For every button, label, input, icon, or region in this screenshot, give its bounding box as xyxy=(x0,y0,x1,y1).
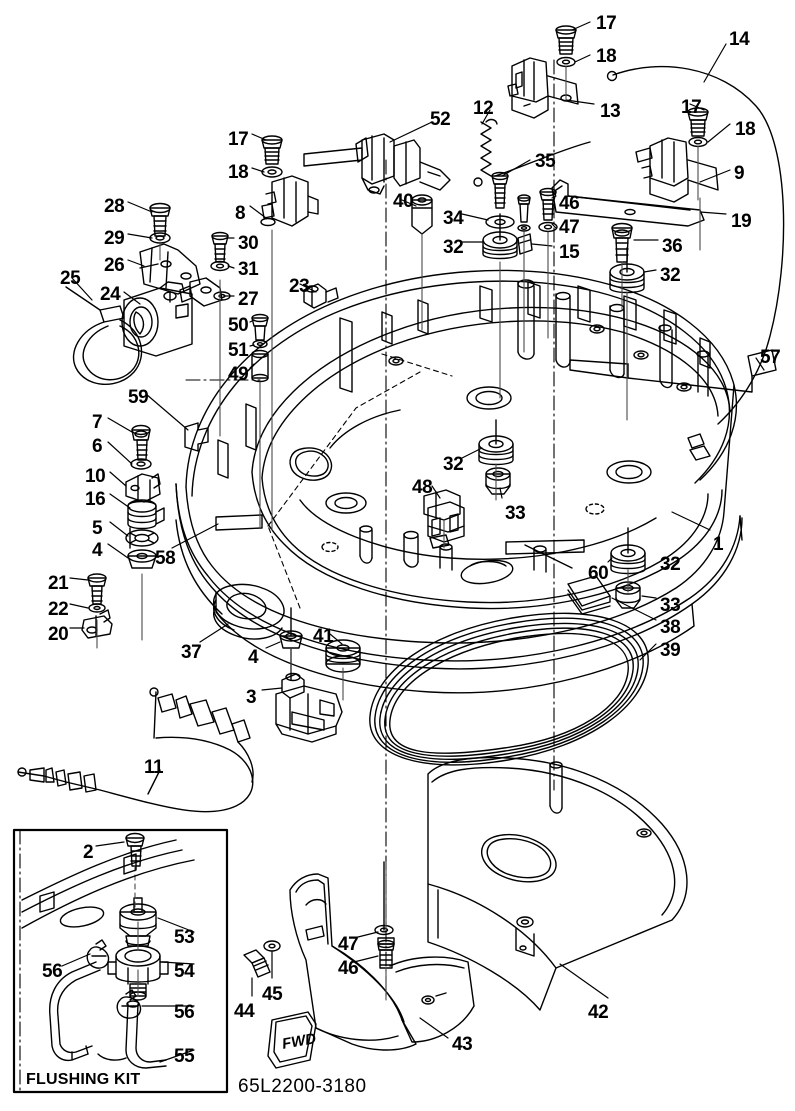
callout-33: 33 xyxy=(505,503,526,524)
callout-20: 20 xyxy=(48,624,69,645)
callout-2: 2 xyxy=(83,842,94,863)
callout-10: 10 xyxy=(85,466,106,487)
callout-17: 17 xyxy=(681,97,702,118)
callout-23: 23 xyxy=(289,276,310,297)
callout-24: 24 xyxy=(100,284,121,305)
callout-32: 32 xyxy=(660,265,681,286)
drawing-number: 65L2200-3180 xyxy=(238,1076,367,1097)
side-cover-43 xyxy=(289,873,475,1051)
callout-9: 9 xyxy=(734,163,745,184)
callout-32: 32 xyxy=(443,237,464,258)
callout-1: 1 xyxy=(713,534,724,555)
kit-cowl-fragment xyxy=(21,839,195,929)
callout-6: 6 xyxy=(92,436,103,457)
callout-27: 27 xyxy=(238,289,259,310)
callout-40: 40 xyxy=(393,191,414,212)
callout-32: 32 xyxy=(443,454,464,475)
callout-5: 5 xyxy=(92,518,103,539)
callout-16: 16 xyxy=(85,489,106,510)
leader-lines xyxy=(61,21,765,1063)
callout-45: 45 xyxy=(262,984,283,1005)
callout-60: 60 xyxy=(588,563,609,584)
callout-22: 22 xyxy=(48,599,69,620)
callout-31: 31 xyxy=(238,259,259,280)
callout-18: 18 xyxy=(596,46,617,67)
center-lines xyxy=(19,59,555,1093)
callout-56: 56 xyxy=(174,1002,195,1023)
callout-26: 26 xyxy=(104,255,125,276)
flushing-kit-label: FLUSHING KIT xyxy=(26,1071,141,1088)
callout-37: 37 xyxy=(181,642,202,663)
fwd-arrow-marker xyxy=(267,1011,317,1069)
callout-18: 18 xyxy=(228,162,249,183)
callout-19: 19 xyxy=(731,211,752,232)
callout-50: 50 xyxy=(228,315,249,336)
cowling-seal-gasket xyxy=(369,612,649,766)
callout-36: 36 xyxy=(662,236,683,257)
callout-38: 38 xyxy=(660,617,681,638)
callout-4: 4 xyxy=(92,540,103,561)
callout-41: 41 xyxy=(313,626,334,647)
callout-35: 35 xyxy=(535,151,556,172)
callout-11: 11 xyxy=(144,757,164,778)
callout-21: 21 xyxy=(48,573,69,594)
callout-34: 34 xyxy=(443,208,464,229)
callout-7: 7 xyxy=(92,412,103,433)
callout-52: 52 xyxy=(430,109,451,130)
callout-56: 56 xyxy=(42,961,63,982)
flushing-kit-box xyxy=(12,828,229,1094)
callout-39: 39 xyxy=(660,640,681,661)
hidden-lines xyxy=(267,353,453,609)
callout-46: 46 xyxy=(559,193,580,214)
callout-48: 48 xyxy=(412,477,433,498)
lower-cowling-42 xyxy=(427,756,688,1011)
callout-58: 58 xyxy=(155,548,176,569)
callout-3: 3 xyxy=(246,687,257,708)
callout-4: 4 xyxy=(248,647,259,668)
callout-17: 17 xyxy=(596,13,617,34)
callout-51: 51 xyxy=(228,340,249,361)
callout-47: 47 xyxy=(338,934,359,955)
callout-49: 49 xyxy=(228,364,249,385)
callout-33: 33 xyxy=(660,595,681,616)
bottom-cowling-body xyxy=(175,269,743,694)
callout-14: 14 xyxy=(729,29,750,50)
callout-57: 57 xyxy=(760,347,781,368)
callout-46: 46 xyxy=(338,958,359,979)
callout-12: 12 xyxy=(473,98,494,119)
callout-18: 18 xyxy=(735,119,756,140)
assembly-guide-lines xyxy=(96,65,701,1001)
callout-13: 13 xyxy=(600,101,621,122)
callout-47: 47 xyxy=(559,217,580,238)
callout-30: 30 xyxy=(238,233,259,254)
callout-32: 32 xyxy=(660,554,681,575)
callout-43: 43 xyxy=(452,1034,473,1055)
callout-44: 44 xyxy=(234,1001,255,1022)
callout-42: 42 xyxy=(588,1002,609,1023)
callout-55: 55 xyxy=(174,1046,195,1067)
callout-8: 8 xyxy=(235,203,246,224)
callout-17: 17 xyxy=(228,129,249,150)
small-parts-group xyxy=(17,25,785,1069)
callout-29: 29 xyxy=(104,228,125,249)
callout-28: 28 xyxy=(104,196,125,217)
callout-25: 25 xyxy=(60,268,81,289)
callout-59: 59 xyxy=(128,387,149,408)
callout-54: 54 xyxy=(174,961,195,982)
callout-15: 15 xyxy=(559,242,580,263)
callout-53: 53 xyxy=(174,927,195,948)
